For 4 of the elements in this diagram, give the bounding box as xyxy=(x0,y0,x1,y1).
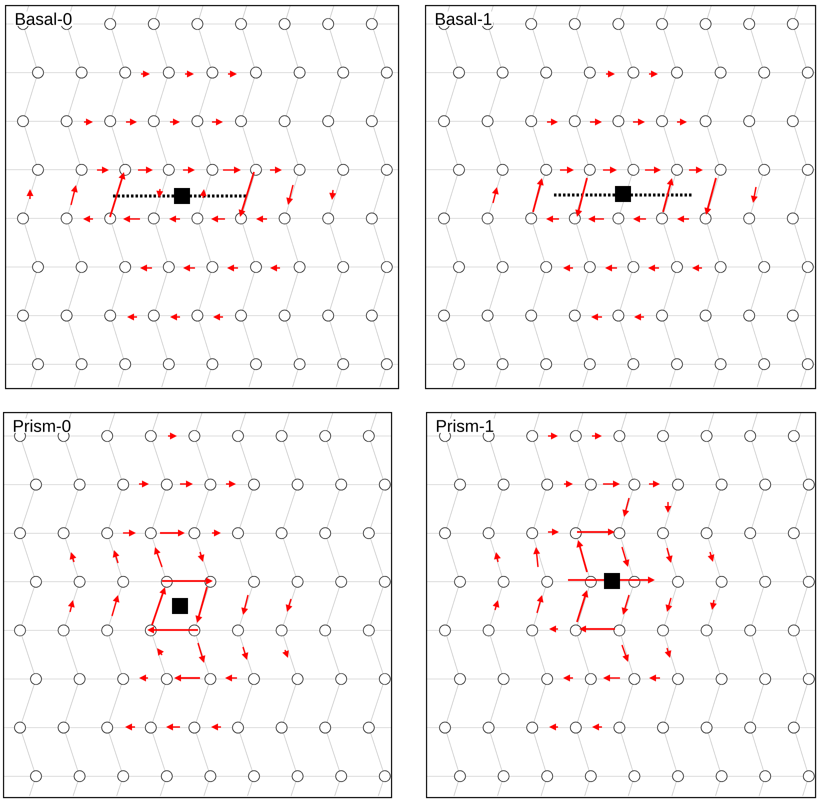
panel-box: Prism-0 xyxy=(3,412,392,798)
panel-box: Prism-1 xyxy=(426,412,816,798)
panel-box: Basal-0 xyxy=(5,5,400,390)
panel-box: Basal-1 xyxy=(425,5,816,390)
